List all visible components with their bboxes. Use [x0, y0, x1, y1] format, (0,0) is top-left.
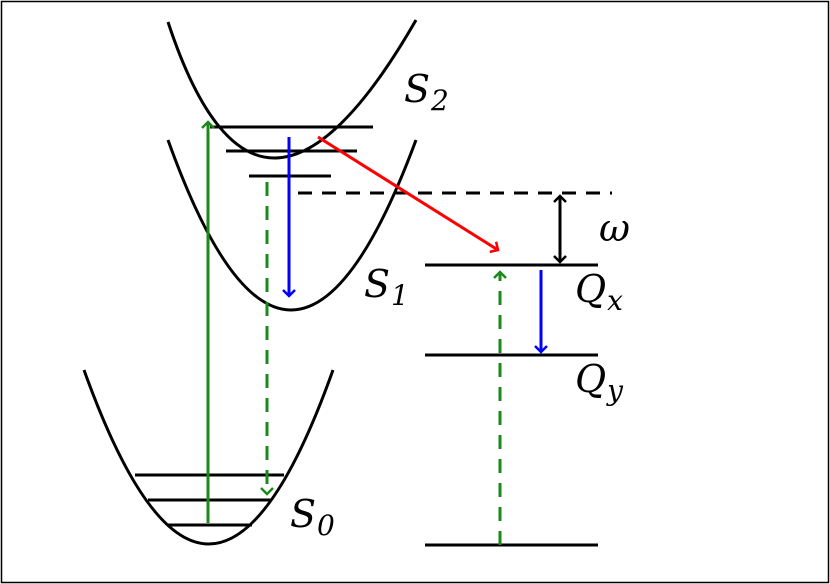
s0-label: S0 [290, 492, 335, 542]
omega-label: ω [599, 206, 630, 250]
qx-label: Qx [575, 267, 623, 317]
qy-label: Qy [575, 357, 624, 407]
energy-transfer-arrow [317, 135, 500, 254]
s2-label: S2 [404, 67, 449, 117]
s0-potential-curve [82, 369, 335, 546]
s1-label: S1 [364, 262, 409, 312]
s1-potential-curve [166, 139, 418, 312]
s2-potential-curve [166, 19, 418, 160]
